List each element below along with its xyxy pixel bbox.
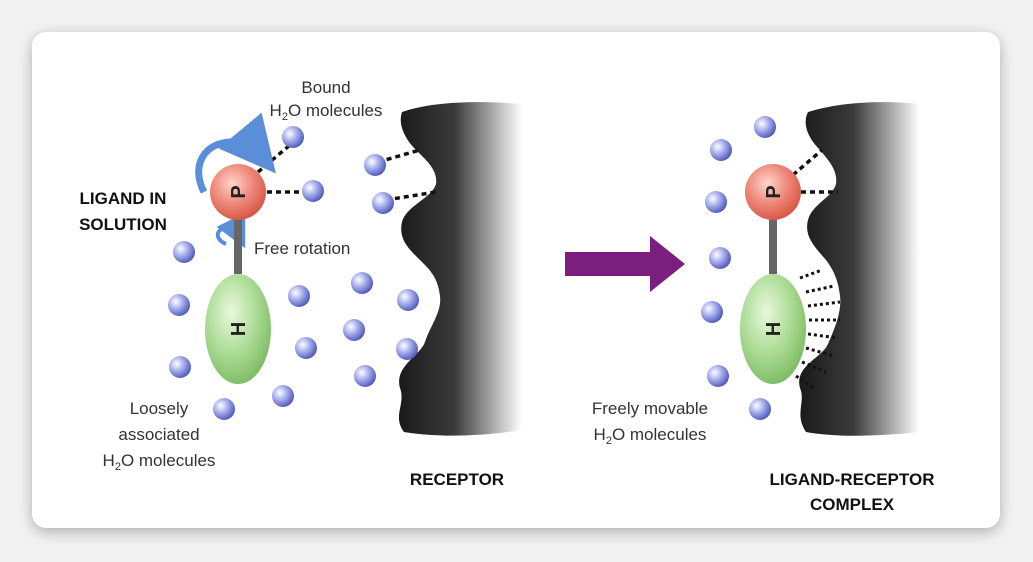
loosely-label-line3: H2O molecules xyxy=(103,451,216,473)
bound-label-line1: Bound xyxy=(301,78,350,97)
complex-label-line1: LIGAND-RECEPTOR xyxy=(770,470,935,489)
ligand-linker-left xyxy=(234,216,242,274)
polar-group-left xyxy=(210,164,266,220)
hydrophobic-letter-left: H xyxy=(228,322,250,336)
ligand-linker-right xyxy=(769,216,777,274)
free-rotation-label: Free rotation xyxy=(254,239,350,258)
receptor-right xyxy=(799,102,920,436)
hydrophobic-letter-right: H xyxy=(763,322,785,336)
hydrophobic-group-right xyxy=(740,274,806,384)
loosely-label-line2: associated xyxy=(118,425,199,444)
polar-letter-right: P xyxy=(763,185,785,198)
polar-group-right xyxy=(745,164,801,220)
freely-movable-line1: Freely movable xyxy=(592,399,708,418)
water-molecules-left xyxy=(168,126,419,420)
polar-letter-left: P xyxy=(228,185,250,198)
water-molecules-right xyxy=(701,116,776,420)
loosely-label-line1: Loosely xyxy=(130,399,189,418)
rotation-arrow-large-icon xyxy=(195,112,276,194)
receptor-left xyxy=(398,102,522,436)
ligand-in-solution-line1: LIGAND IN xyxy=(80,189,167,208)
freely-movable-line2: H2O molecules xyxy=(594,425,707,447)
ligand-in-solution-line2: SOLUTION xyxy=(79,215,167,234)
process-arrow xyxy=(565,236,685,292)
hydrogen-bonds-left xyxy=(256,143,437,202)
hydrogen-bonds-right xyxy=(791,148,838,194)
receptor-label: RECEPTOR xyxy=(410,470,504,489)
hydrophobic-group-left xyxy=(205,274,271,384)
complex-label-line2: COMPLEX xyxy=(810,495,895,514)
bound-label-line2: H2O molecules xyxy=(270,101,383,123)
hydrophobic-contacts-right xyxy=(795,268,841,390)
